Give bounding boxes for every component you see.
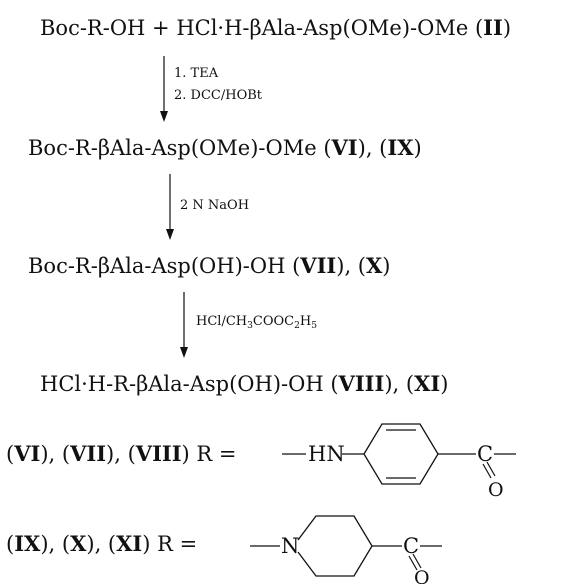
condition-hcl-ethyl-acetate: HCl/CH3COOC2H5 [196,314,318,331]
condition-tea: 1. TEA [174,66,219,81]
compound-label-vi: VI [331,135,358,160]
carbonyl-oxygen-text-2: O [414,567,430,584]
reaction-arrow-2 [166,174,174,240]
compound-label-x: X [366,253,383,278]
starting-materials-line: Boc-R-OH + HCl·H-βAla-Asp(OMe)-OMe (II) [40,15,512,41]
reaction-arrow-3 [180,292,188,358]
hydrolysis-product-text: Boc-R-βAla-Asp(OH)-OH [28,254,293,278]
amine-text: HN [308,442,345,466]
deprotected-product-text: HCl·H-R-βAla-Asp(OH)-OH [40,372,331,396]
coupling-product-text: Boc-R-βAla-Asp(OMe)-OMe [28,136,324,160]
r-definition-aromatic-label: (VI), (VII), (VIII) R = [6,441,237,467]
benzene-ring [363,423,439,485]
compound-label-xi: XI [414,371,441,396]
ring-nitrogen-text: N [281,534,299,558]
compound-label-ii: II [483,15,503,40]
aminobenzoyl-structure: HN C O [282,423,516,501]
starting-materials-text: Boc-R-OH + HCl·H-βAla-Asp(OMe)-OMe ( [40,16,484,40]
condition-naoh: 2 N NaOH [180,198,250,213]
compound-label-viii: VIII [338,371,385,396]
deprotected-product-line: HCl·H-R-βAla-Asp(OH)-OH (VIII), (XI) [40,371,449,397]
condition-dcc-hobt: 2. DCC/HOBt [174,88,263,103]
piperidine-ring [297,515,373,577]
r-definition-piperidine-label: (IX), (X), (XI) R = [6,531,198,557]
hydrolysis-product-line: Boc-R-βAla-Asp(OH)-OH (VII), (X) [28,253,391,279]
carbonyl-carbon-text-2: C [403,534,419,558]
carbonyl-carbon-text: C [477,442,493,466]
compound-label-ix: IX [387,135,414,160]
piperidine-structure: N C O [250,515,442,584]
reaction-arrow-1 [160,56,168,122]
compound-label-vii: VII [300,253,337,278]
coupling-product-line: Boc-R-βAla-Asp(OMe)-OMe (VI), (IX) [28,135,422,161]
carbonyl-oxygen-text: O [488,479,504,501]
